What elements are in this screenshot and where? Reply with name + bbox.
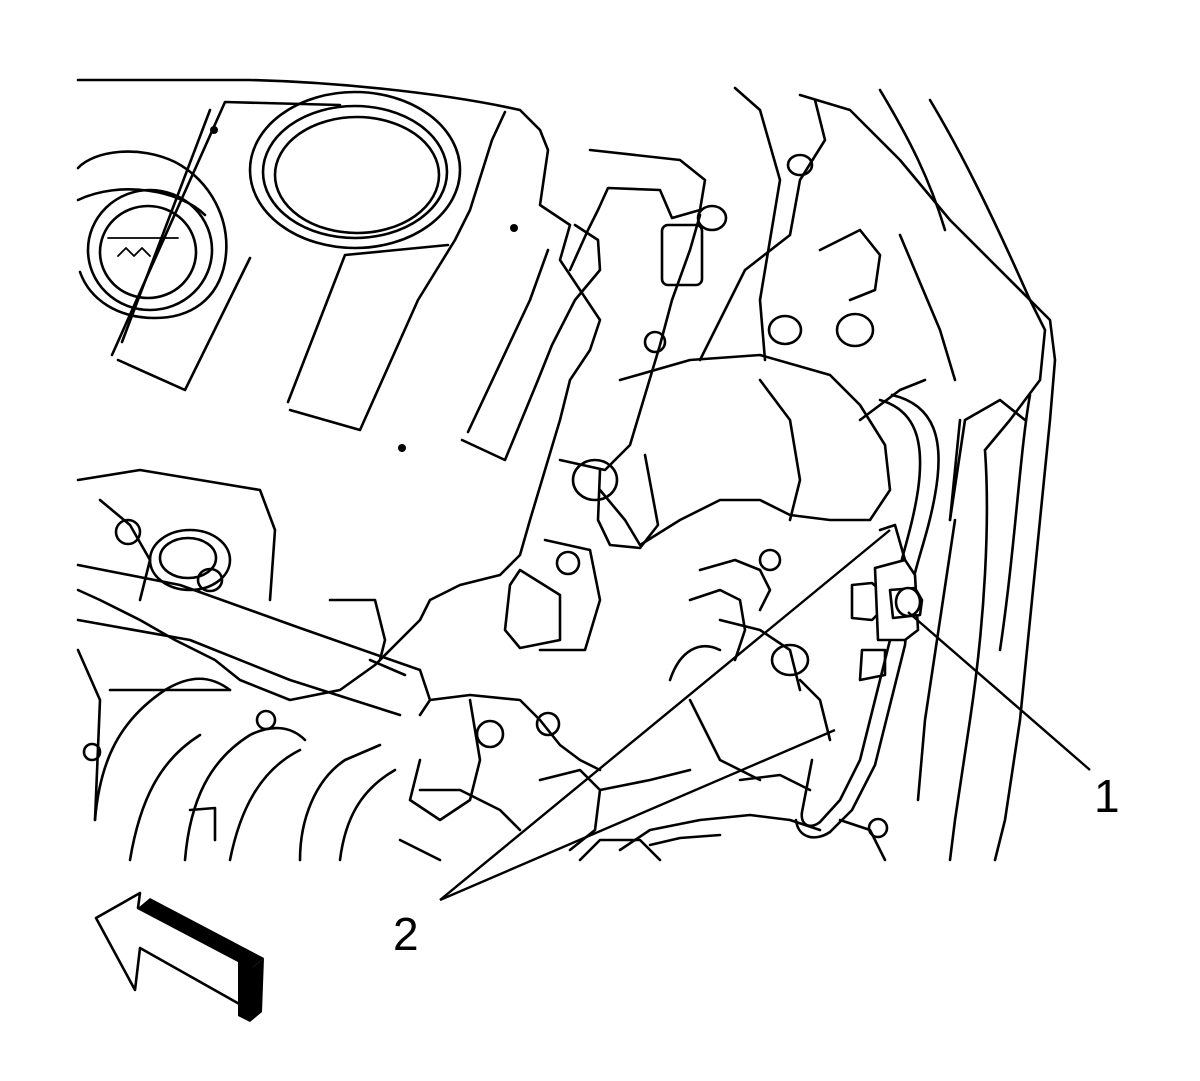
oil-filler-cap bbox=[76, 150, 228, 320]
pipe-bracket bbox=[850, 523, 924, 682]
lower-right-details bbox=[578, 548, 889, 862]
intake-rail bbox=[76, 468, 432, 717]
callout-label-2: 2 bbox=[393, 908, 419, 960]
leader-2b bbox=[439, 728, 836, 902]
engine-cover bbox=[76, 78, 602, 702]
ignition-coil-rail bbox=[503, 148, 728, 652]
intake-manifold bbox=[76, 648, 397, 862]
callout-label-1: 1 bbox=[1094, 770, 1120, 822]
callout-leaders bbox=[439, 529, 1091, 902]
fender-panel bbox=[916, 298, 1057, 862]
leader-2a bbox=[439, 529, 891, 901]
engine-block-right bbox=[598, 86, 1047, 547]
direction-arrow bbox=[94, 891, 264, 1022]
engine-illustration bbox=[76, 78, 1057, 862]
leader-1 bbox=[907, 611, 1091, 771]
